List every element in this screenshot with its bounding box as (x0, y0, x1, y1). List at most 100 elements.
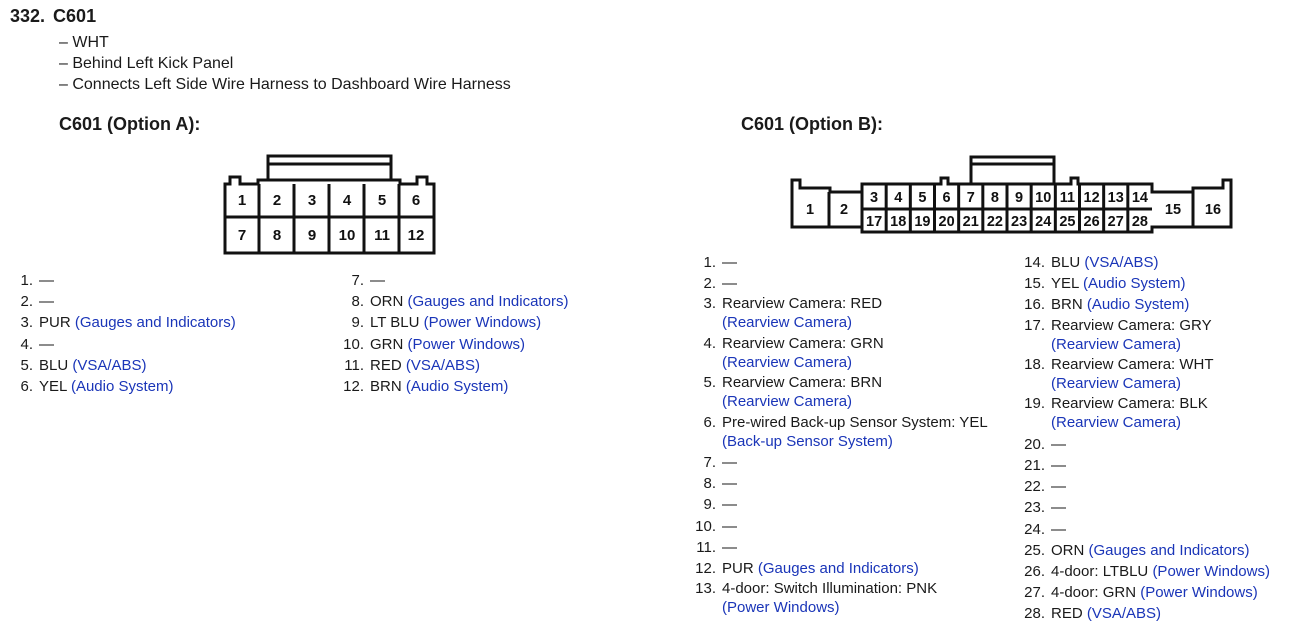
pin-number: 9. (703, 496, 716, 514)
wire-description: Rearview Camera: RED (722, 295, 883, 313)
pin-label: 17 (866, 214, 882, 230)
pin-label: 2 (840, 202, 848, 218)
wire-description: — (1051, 435, 1066, 453)
system-link[interactable]: (Rearview Camera) (722, 393, 853, 411)
system-link[interactable]: (Back-up Sensor System) (722, 432, 893, 450)
note-color: – WHT (59, 34, 109, 51)
wire-description: LT BLU (370, 314, 420, 332)
pin-entry: 16.BRN (Audio System) (1018, 294, 1270, 315)
system-link[interactable]: (Rearview Camera) (1051, 335, 1182, 353)
pin-label: 10 (1035, 190, 1051, 206)
pin-number: 15. (1024, 275, 1045, 293)
system-link[interactable]: (Power Windows) (407, 335, 526, 353)
system-link[interactable]: (VSA/ABS) (72, 356, 147, 374)
pin-entry: 22.— (1018, 476, 1270, 497)
pin-label: 13 (1108, 190, 1124, 206)
pin-number: 27. (1024, 584, 1045, 602)
pin-label: 12 (408, 227, 425, 244)
pin-number: 1. (20, 272, 33, 289)
option-a-pin-list-right: 7.—8.ORN (Gauges and Indicators)9.LT BLU… (338, 270, 568, 397)
pin-number: 26. (1024, 563, 1045, 580)
system-link[interactable]: (Rearview Camera) (1051, 375, 1182, 392)
wire-description: ORN (370, 293, 404, 311)
wire-description: — (1051, 456, 1066, 474)
system-link[interactable]: (Rearview Camera) (1051, 414, 1182, 432)
system-link[interactable]: (Audio System) (1086, 296, 1190, 314)
wire-description: PUR (39, 314, 71, 332)
pin-number: 6. (20, 378, 33, 396)
system-link[interactable]: (Power Windows) (1152, 563, 1270, 580)
pin-label: 4 (343, 192, 352, 209)
wire-description: 4-door: LTBLU (1051, 563, 1149, 580)
pin-number: 18. (1024, 356, 1045, 373)
system-link[interactable]: (Audio System) (1082, 275, 1186, 293)
pin-entry: 11.RED (VSA/ABS) (338, 355, 568, 376)
system-link[interactable]: (VSA/ABS) (1084, 254, 1159, 271)
wire-description: 4-door: GRN (1051, 584, 1137, 602)
pin-label: 25 (1059, 214, 1075, 230)
system-link[interactable]: (VSA/ABS) (1086, 605, 1162, 623)
pin-number: 8. (351, 293, 364, 311)
system-link[interactable]: (Rearview Camera) (722, 314, 853, 332)
system-link[interactable]: (Audio System) (405, 378, 509, 396)
pin-number: 8. (703, 475, 716, 493)
system-link[interactable]: (Rearview Camera) (722, 353, 853, 371)
pin-number: 3. (20, 314, 33, 332)
pin-number: 2. (703, 275, 716, 293)
pin-entry: 25.ORN (Gauges and Indicators) (1018, 540, 1270, 561)
pin-label: 8 (991, 190, 999, 206)
pin-label: 5 (918, 190, 926, 206)
system-link[interactable]: (Audio System) (70, 378, 174, 396)
pin-entry: 10.GRN (Power Windows) (338, 334, 568, 355)
pin-label: 1 (238, 192, 246, 209)
wire-description: — (722, 538, 737, 556)
pin-entry: 17.Rearview Camera: GRY(Rearview Camera) (1018, 316, 1270, 354)
pin-label: 20 (939, 214, 955, 230)
option-a-pin-list-left: 1.—2.—3.PUR (Gauges and Indicators)4.—5.… (14, 270, 236, 397)
pin-number: 6. (703, 413, 716, 431)
wire-description: BLU (39, 356, 69, 374)
wire-description: BRN (1051, 296, 1083, 314)
pin-entry: 6.Pre-wired Back-up Sensor System: YEL(B… (693, 413, 987, 451)
pin-label: 7 (967, 190, 975, 206)
pin-label: 12 (1084, 190, 1100, 206)
pin-number: 5. (20, 356, 33, 374)
pin-number: 11. (344, 356, 364, 374)
pin-label: 11 (374, 227, 390, 244)
pin-label: 9 (1015, 190, 1023, 206)
pin-label: 2 (273, 192, 281, 209)
pin-entry: 13.4-door: Switch Illumination: PNK(Powe… (693, 579, 988, 617)
system-link[interactable]: (Gauges and Indicators) (1088, 541, 1250, 559)
system-link[interactable]: (Gauges and Indicators) (757, 559, 919, 577)
pin-number: 1. (703, 254, 716, 271)
pin-entry: 7.— (693, 452, 988, 473)
wire-description: Rearview Camera: GRN (722, 334, 884, 352)
system-link[interactable]: (Gauges and Indicators) (74, 314, 236, 332)
pin-entry: 5. BLU (VSA/ABS) (14, 355, 236, 376)
pin-label: 8 (273, 227, 281, 244)
pin-entry: 4.Rearview Camera: GRN(Rearview Camera) (693, 334, 988, 372)
wire-description: 4-door: Switch Illumination: PNK (722, 580, 938, 598)
system-link[interactable]: (Power Windows) (1140, 584, 1258, 602)
pin-label: 7 (238, 227, 246, 244)
note-connects: – Connects Left Side Wire Harness to Das… (59, 76, 511, 93)
pin-entry: 4.— (14, 334, 236, 355)
pin-number: 2. (20, 293, 33, 311)
connector-number: 332. (10, 6, 46, 26)
pin-entry: 19.Rearview Camera: BLK(Rearview Camera) (1018, 394, 1270, 432)
pin-entry: 2. — (693, 273, 988, 294)
system-link[interactable]: (Power Windows) (722, 599, 840, 617)
wire-description: YEL (1051, 275, 1079, 293)
wire-description: RED (1051, 605, 1083, 623)
system-link[interactable]: (Gauges and Indicators) (407, 293, 569, 311)
wire-description: — (39, 272, 54, 289)
option-a-connector-diagram: 1 2 3 4 5 6 7 8 9 10 11 12 (223, 154, 436, 255)
wire-description: — (722, 275, 737, 293)
pin-label: 27 (1108, 214, 1124, 230)
pin-number: 12. (695, 559, 716, 577)
system-link[interactable]: (VSA/ABS) (405, 356, 481, 374)
system-link[interactable]: (Power Windows) (423, 314, 542, 332)
pin-entry: 27. 4-door: GRN (Power Windows) (1018, 582, 1270, 603)
pin-number: 22. (1024, 478, 1045, 496)
